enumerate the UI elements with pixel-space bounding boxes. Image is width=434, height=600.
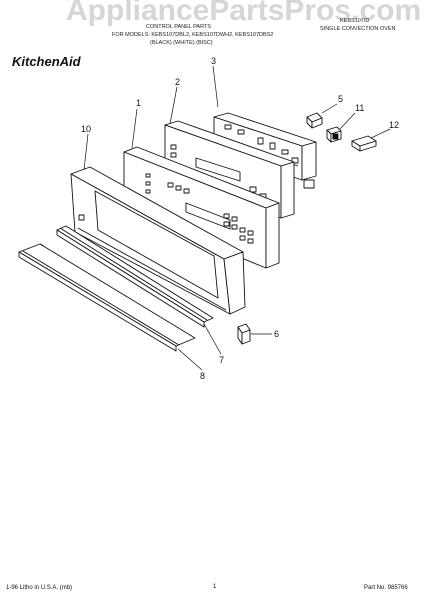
watermark: AppliancePartsPros.com — [66, 0, 422, 27]
model-number: KEBS107/D — [340, 18, 370, 24]
kitchenaid-logo: KitchenAid — [12, 54, 81, 69]
colors-line: (BLACK) (WHITE) (BISC) — [150, 40, 213, 46]
part-7-channel — [56, 225, 214, 328]
part-10-panel-housing — [70, 166, 246, 315]
callout-part-1: 1 — [136, 98, 142, 108]
part-11-switch — [326, 126, 342, 143]
callout-part-10: 10 — [81, 124, 92, 134]
page-number: 1 — [213, 584, 217, 590]
callout-part-11: 11 — [355, 103, 365, 113]
diagram-title: CONTROL PANEL PARTS — [146, 24, 211, 30]
part-8-trim-panel — [18, 243, 196, 352]
callout-part-8: 8 — [200, 371, 206, 381]
part-12-pad — [351, 135, 377, 152]
callout-part-3: 3 — [211, 56, 217, 66]
callout-part-6: 6 — [274, 329, 280, 339]
part-6-clip — [237, 323, 251, 345]
callout-part-5: 5 — [338, 94, 344, 104]
print-info: 1-96 Litho in U.S.A. (mb) — [6, 585, 73, 591]
callout-part-2: 2 — [175, 77, 181, 87]
part-1-control-panel — [123, 146, 280, 269]
part-5-bracket — [306, 112, 323, 129]
part-number: Part No. 985766 — [364, 585, 408, 591]
diagram-subtitle: SINGLE CONVECTION OVEN — [320, 26, 396, 32]
callout-part-12: 12 — [389, 120, 400, 130]
leader-lines — [83, 65, 391, 371]
callout-part-7: 7 — [219, 355, 225, 365]
models-line: FOR MODELS: KEBS107DBL2, KEBS107DWH2, KE… — [112, 32, 274, 38]
